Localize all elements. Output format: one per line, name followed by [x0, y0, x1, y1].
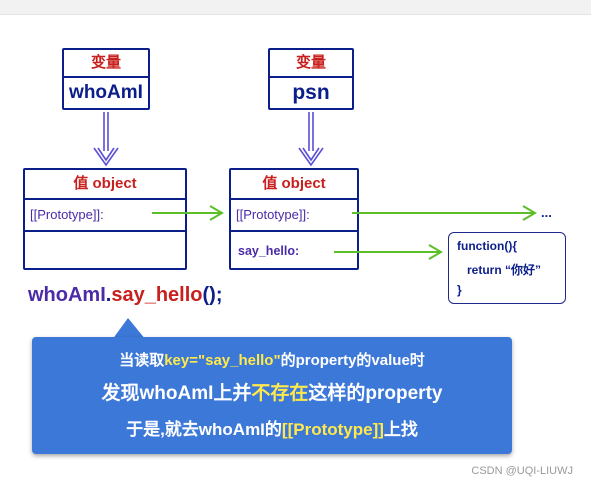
divider	[231, 230, 357, 232]
function-line-3: }	[457, 283, 462, 297]
prototype-label: [[Prototype]]:	[30, 207, 104, 222]
callout-text: 当读取	[119, 352, 165, 369]
function-line-2: return “你好”	[467, 263, 542, 277]
function-box: function(){ return “你好” }	[448, 232, 566, 304]
object-box-whoami: 值 object [[Prototype]]:	[23, 168, 187, 270]
code-expression: whoAmI.say_hello();	[28, 284, 223, 307]
divider	[231, 198, 357, 200]
proto-row: [[Prototype]]:	[231, 200, 357, 230]
proto-row: [[Prototype]]:	[25, 200, 185, 230]
callout-text: 上找	[383, 420, 418, 439]
down-arrow-left	[93, 112, 119, 167]
code-object: whoAmI	[28, 284, 106, 306]
callout-line-3: 于是,就去whoAmI的[[Prototype]]上找	[32, 415, 512, 440]
variable-name: psn	[292, 81, 330, 104]
callout-highlight: [[Prototype]]	[281, 420, 384, 439]
callout-highlight: 不存在	[251, 383, 309, 404]
variable-header: 变量	[295, 54, 326, 71]
explanation-callout: 当读取key="say_hello"的property的value时 发现who…	[32, 337, 512, 454]
code-dot: .	[105, 284, 112, 306]
object-title: 值 object	[73, 175, 137, 192]
proto-arrow-right	[352, 205, 537, 221]
top-bar	[0, 0, 591, 15]
watermark: CSDN @UQI-LIUWJ	[471, 465, 573, 477]
variable-box-psn: 变量 psn	[268, 48, 354, 110]
divider	[64, 76, 148, 78]
variable-box-whoami: 变量 whoAmI	[62, 48, 150, 110]
variable-name: whoAmI	[69, 82, 143, 103]
code-call: ();	[202, 284, 223, 306]
divider	[25, 198, 185, 200]
say-hello-arrow	[334, 244, 443, 260]
prototype-label: [[Prototype]]:	[236, 207, 310, 222]
callout-text: 这样的property	[308, 383, 443, 404]
callout-text: 发现whoAmI上并	[101, 383, 252, 404]
down-arrow-right	[298, 112, 324, 167]
prop-row: say_hello:	[231, 232, 357, 268]
code-method: say_hello	[111, 284, 203, 306]
callout-text: 于是,就去whoAmI的	[126, 420, 282, 439]
say-hello-property: say_hello:	[238, 244, 300, 258]
callout-pointer	[112, 318, 146, 340]
proto-arrow-left	[152, 205, 224, 221]
object-title: 值 object	[262, 175, 326, 192]
callout-text: 的property的value时	[280, 352, 425, 369]
callout-line-2: 发现whoAmI上并不存在这样的property	[32, 378, 512, 405]
object-box-psn: 值 object [[Prototype]]: say_hello:	[229, 168, 359, 270]
divider	[270, 76, 352, 78]
divider	[25, 230, 185, 232]
variable-header: 变量	[90, 54, 121, 71]
callout-highlight: key="say_hello"	[164, 352, 281, 369]
callout-line-1: 当读取key="say_hello"的property的value时	[32, 349, 512, 370]
ellipsis-text: ...	[541, 205, 552, 220]
function-line-1: function(){	[457, 239, 517, 253]
